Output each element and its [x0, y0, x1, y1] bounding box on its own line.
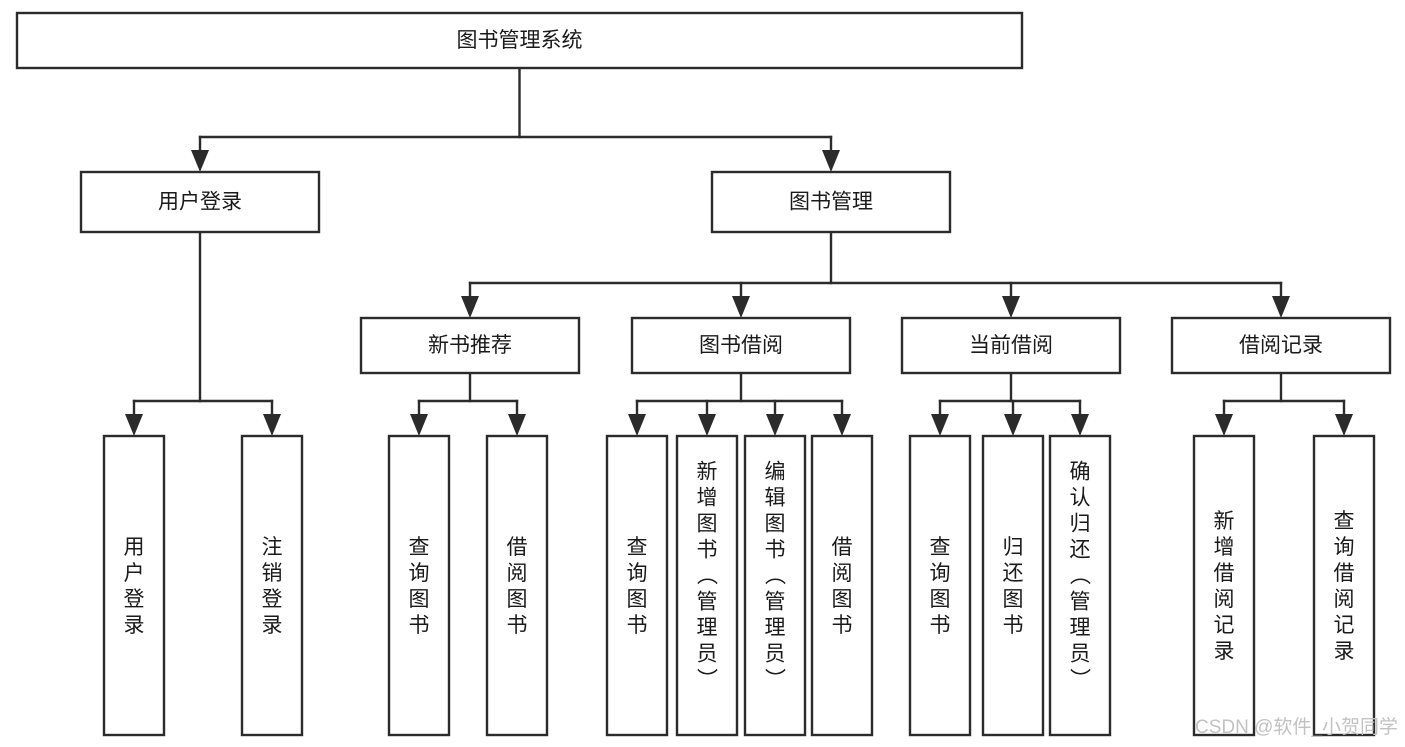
node-box-leaf-add-record[interactable] — [1192, 434, 1256, 737]
node-leaf-query-record[interactable]: 查询借阅记录 — [1312, 434, 1376, 737]
arrow-head-icon — [628, 414, 646, 436]
node-label-leaf-return-book: 归还图书 — [1003, 536, 1024, 637]
node-new-book-rec[interactable]: 新书推荐 — [359, 316, 581, 375]
node-box-leaf-return-book[interactable] — [981, 434, 1045, 737]
node-label-leaf-query-book-3: 查询图书 — [930, 536, 951, 637]
node-label-leaf-add-record: 新增借阅记录 — [1214, 510, 1235, 663]
node-label-leaf-query-book-1: 查询图书 — [409, 536, 430, 637]
arrow-head-icon — [766, 414, 784, 436]
node-borrow-record[interactable]: 借阅记录 — [1170, 316, 1392, 375]
arrow-head-icon — [1215, 414, 1233, 436]
edge-group-current-borrow — [931, 371, 1089, 436]
node-label-new-book-rec: 新书推荐 — [428, 334, 512, 357]
node-box-leaf-borrow-book-2[interactable] — [810, 434, 874, 737]
node-box-leaf-add-book[interactable] — [675, 434, 739, 737]
node-box-leaf-query-record[interactable] — [1312, 434, 1376, 737]
node-label-user-login: 用户登录 — [158, 191, 242, 214]
node-label-book-manage: 图书管理 — [789, 191, 873, 214]
node-book-manage[interactable]: 图书管理 — [710, 170, 952, 234]
node-label-root: 图书管理系统 — [457, 29, 583, 52]
node-box-leaf-query-book-3[interactable] — [908, 434, 972, 737]
edge-group-book-manage — [461, 230, 1290, 318]
node-box-leaf-confirm-return[interactable] — [1048, 434, 1112, 737]
node-leaf-user-logout[interactable]: 注销登录 — [240, 434, 304, 737]
node-leaf-add-book[interactable]: 新增图书（管理员） — [675, 434, 739, 737]
node-root[interactable]: 图书管理系统 — [15, 11, 1024, 70]
node-box-new-book-rec[interactable] — [359, 316, 581, 375]
node-leaf-query-book-1[interactable]: 查询图书 — [387, 434, 451, 737]
node-box-leaf-query-book-1[interactable] — [387, 434, 451, 737]
node-box-borrow-record[interactable] — [1170, 316, 1392, 375]
arrow-head-icon — [191, 150, 209, 172]
node-leaf-edit-book[interactable]: 编辑图书（管理员） — [743, 434, 807, 737]
arrow-head-icon — [508, 414, 526, 436]
edge-group-borrow-record — [1215, 371, 1353, 436]
node-label-leaf-user-login: 用户登录 — [124, 536, 145, 637]
node-box-leaf-borrow-book-1[interactable] — [485, 434, 549, 737]
node-leaf-user-login[interactable]: 用户登录 — [102, 434, 166, 737]
node-box-root[interactable] — [15, 11, 1024, 70]
node-current-borrow[interactable]: 当前借阅 — [900, 316, 1122, 375]
edge-group-new-book-rec — [410, 371, 526, 436]
node-box-user-login[interactable] — [79, 170, 321, 234]
arrow-head-icon — [263, 414, 281, 436]
arrow-head-icon — [1071, 414, 1089, 436]
arrow-head-icon — [1272, 296, 1290, 318]
edge-group-root — [191, 66, 840, 172]
arrow-head-icon — [931, 414, 949, 436]
node-box-book-manage[interactable] — [710, 170, 952, 234]
node-box-leaf-user-logout[interactable] — [240, 434, 304, 737]
node-label-leaf-confirm-return: 确认归还（管理员） — [1070, 460, 1092, 691]
node-label-borrow-record: 借阅记录 — [1239, 334, 1323, 357]
node-leaf-borrow-book-1[interactable]: 借阅图书 — [485, 434, 549, 737]
node-leaf-query-book-2[interactable]: 查询图书 — [605, 434, 669, 737]
node-leaf-return-book[interactable]: 归还图书 — [981, 434, 1045, 737]
arrow-head-icon — [125, 414, 143, 436]
arrow-head-icon — [410, 414, 428, 436]
arrow-head-icon — [1335, 414, 1353, 436]
node-leaf-borrow-book-2[interactable]: 借阅图书 — [810, 434, 874, 737]
node-leaf-confirm-return[interactable]: 确认归还（管理员） — [1048, 434, 1112, 737]
node-box-leaf-edit-book[interactable] — [743, 434, 807, 737]
arrow-head-icon — [698, 414, 716, 436]
node-label-leaf-query-record: 查询借阅记录 — [1334, 510, 1355, 663]
node-user-login[interactable]: 用户登录 — [79, 170, 321, 234]
node-label-leaf-borrow-book-2: 借阅图书 — [832, 536, 853, 637]
node-leaf-add-record[interactable]: 新增借阅记录 — [1192, 434, 1256, 737]
edge-group-user-login — [125, 230, 281, 436]
arrow-head-icon — [1004, 414, 1022, 436]
node-leaf-query-book-3[interactable]: 查询图书 — [908, 434, 972, 737]
node-label-leaf-user-logout: 注销登录 — [262, 536, 283, 637]
node-label-leaf-edit-book: 编辑图书（管理员） — [765, 460, 787, 691]
arrow-head-icon — [822, 150, 840, 172]
node-box-current-borrow[interactable] — [900, 316, 1122, 375]
node-label-book-borrow: 图书借阅 — [699, 334, 783, 357]
diagram-nodes-layer: 图书管理系统用户登录图书管理新书推荐图书借阅当前借阅借阅记录用户登录注销登录查询… — [15, 11, 1392, 737]
arrow-head-icon — [1002, 296, 1020, 318]
node-box-leaf-user-login[interactable] — [102, 434, 166, 737]
node-label-leaf-query-book-2: 查询图书 — [627, 536, 648, 637]
node-box-book-borrow[interactable] — [630, 316, 852, 375]
node-box-leaf-query-book-2[interactable] — [605, 434, 669, 737]
node-book-borrow[interactable]: 图书借阅 — [630, 316, 852, 375]
arrow-head-icon — [461, 296, 479, 318]
node-label-leaf-add-book: 新增图书（管理员） — [697, 460, 719, 691]
connector-edges-layer — [125, 66, 1353, 436]
node-label-current-borrow: 当前借阅 — [969, 334, 1053, 357]
edge-group-book-borrow — [628, 371, 851, 436]
csdn-watermark: CSDN @软件_小贺同学 — [1195, 716, 1398, 738]
arrow-head-icon — [833, 414, 851, 436]
node-label-leaf-borrow-book-1: 借阅图书 — [507, 536, 528, 637]
arrow-head-icon — [732, 296, 750, 318]
